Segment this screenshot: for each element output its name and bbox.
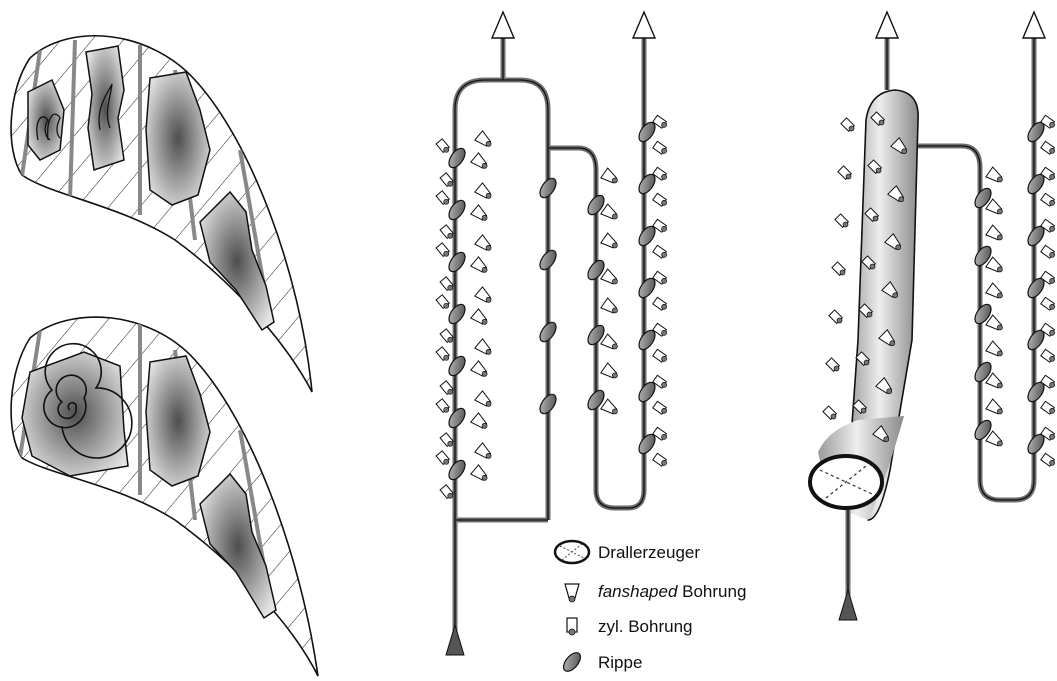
- fanshaped-hole: [986, 199, 1006, 218]
- fanshaped-hole: [471, 309, 491, 328]
- fanshaped-hole: [986, 315, 1006, 334]
- rib-symbol: [560, 650, 583, 675]
- cylindrical-hole: [829, 310, 844, 325]
- fanshaped-hole: [601, 204, 621, 223]
- fanshaped-hole: [475, 287, 495, 306]
- cylindrical-hole: [1041, 349, 1057, 363]
- cylindrical-hole: [832, 262, 847, 277]
- legend: Drallerzeuger fanshaped Bohrung zyl. Boh…: [555, 541, 746, 674]
- cylindrical-hole: [436, 399, 451, 414]
- fanshaped-hole: [471, 205, 491, 224]
- cylindrical-hole: [653, 453, 669, 467]
- rib: [446, 458, 468, 483]
- cylindrical-hole: [1041, 193, 1057, 207]
- fanshaped-hole: [601, 233, 621, 252]
- fanshaped-hole: [475, 183, 495, 202]
- fanshaped-hole: [986, 431, 1006, 450]
- legend-label-swirl-generator: Drallerzeuger: [598, 543, 700, 562]
- fanshaped-hole: [475, 339, 495, 358]
- cylindrical-hole: [653, 349, 669, 363]
- rib: [537, 248, 559, 273]
- legend-item-cylindrical-hole: zyl. Bohrung: [567, 617, 693, 636]
- fanshaped-hole: [986, 167, 1006, 186]
- fanshaped-hole: [986, 399, 1006, 418]
- inlet-arrow-icon: [446, 625, 464, 655]
- rib: [446, 198, 468, 223]
- cylindrical-hole: [841, 118, 856, 133]
- legend-item-fanshaped-hole: fanshaped Bohrung: [565, 582, 746, 602]
- cylindrical-hole: [835, 214, 850, 229]
- arrow-icon: [876, 12, 1045, 38]
- legend-item-swirl-generator: Drallerzeuger: [555, 541, 700, 563]
- rib: [537, 392, 559, 417]
- cylindrical-hole: [1041, 401, 1057, 415]
- fanshaped-hole: [986, 283, 1006, 302]
- fanshaped-hole: [986, 373, 1006, 392]
- cylindrical-hole: [1041, 297, 1057, 311]
- cylindrical-hole: [653, 193, 669, 207]
- cylindrical-hole: [653, 141, 669, 155]
- cavity-2: [86, 46, 124, 170]
- fanshaped-hole: [601, 168, 621, 187]
- cylindrical-hole: [838, 166, 853, 181]
- rib: [446, 146, 468, 171]
- fanshaped-hole: [601, 298, 621, 317]
- cylindrical-hole: [653, 401, 669, 415]
- cylindrical-hole: [1041, 141, 1057, 155]
- cylindrical-hole: [653, 245, 669, 259]
- fanshaped-hole: [986, 341, 1006, 360]
- fanshaped-hole: [986, 225, 1006, 244]
- fanshaped-hole: [471, 361, 491, 380]
- cylindrical-hole: [823, 406, 838, 421]
- fanshaped-hole: [471, 413, 491, 432]
- cylindrical-hole: [436, 295, 451, 310]
- rib: [446, 406, 468, 431]
- fanshaped-hole: [601, 363, 621, 382]
- fanshaped-hole: [986, 257, 1006, 276]
- cylindrical-hole: [826, 358, 841, 373]
- cylindrical-hole: [1041, 453, 1057, 467]
- arrow-icon: [492, 12, 655, 38]
- blade-section-bottom: [11, 317, 318, 676]
- legend-label-cylindrical-hole: zyl. Bohrung: [598, 617, 693, 636]
- cylindrical-hole: [436, 139, 451, 154]
- rib: [446, 302, 468, 327]
- fanshaped-hole: [471, 257, 491, 276]
- middle-cooling-features: [436, 115, 668, 500]
- fanshaped-hole: [475, 391, 495, 410]
- fanshaped-hole: [471, 465, 491, 484]
- rib: [537, 176, 559, 201]
- rib: [446, 250, 468, 275]
- rib: [446, 354, 468, 379]
- legend-label-rib: Rippe: [598, 653, 642, 672]
- fanshaped-hole: [601, 334, 621, 353]
- rib: [537, 320, 559, 345]
- legend-label-fanshaped-hole: fanshaped Bohrung: [598, 582, 746, 601]
- fanshaped-hole: [475, 235, 495, 254]
- cylindrical-hole: [653, 297, 669, 311]
- cylindrical-hole: [436, 451, 451, 466]
- cylindrical-hole: [1041, 245, 1057, 259]
- cylindrical-hole: [436, 347, 451, 362]
- fanshaped-hole: [475, 131, 495, 150]
- legend-item-rib: Rippe: [560, 650, 642, 675]
- cylindrical-hole: [436, 191, 451, 206]
- fanshaped-hole: [475, 443, 495, 462]
- fanshaped-hole: [601, 269, 621, 288]
- fanshaped-hole: [471, 153, 491, 172]
- cylindrical-hole: [436, 243, 451, 258]
- fanshaped-hole: [601, 399, 621, 418]
- inlet-arrow-icon: [839, 590, 857, 620]
